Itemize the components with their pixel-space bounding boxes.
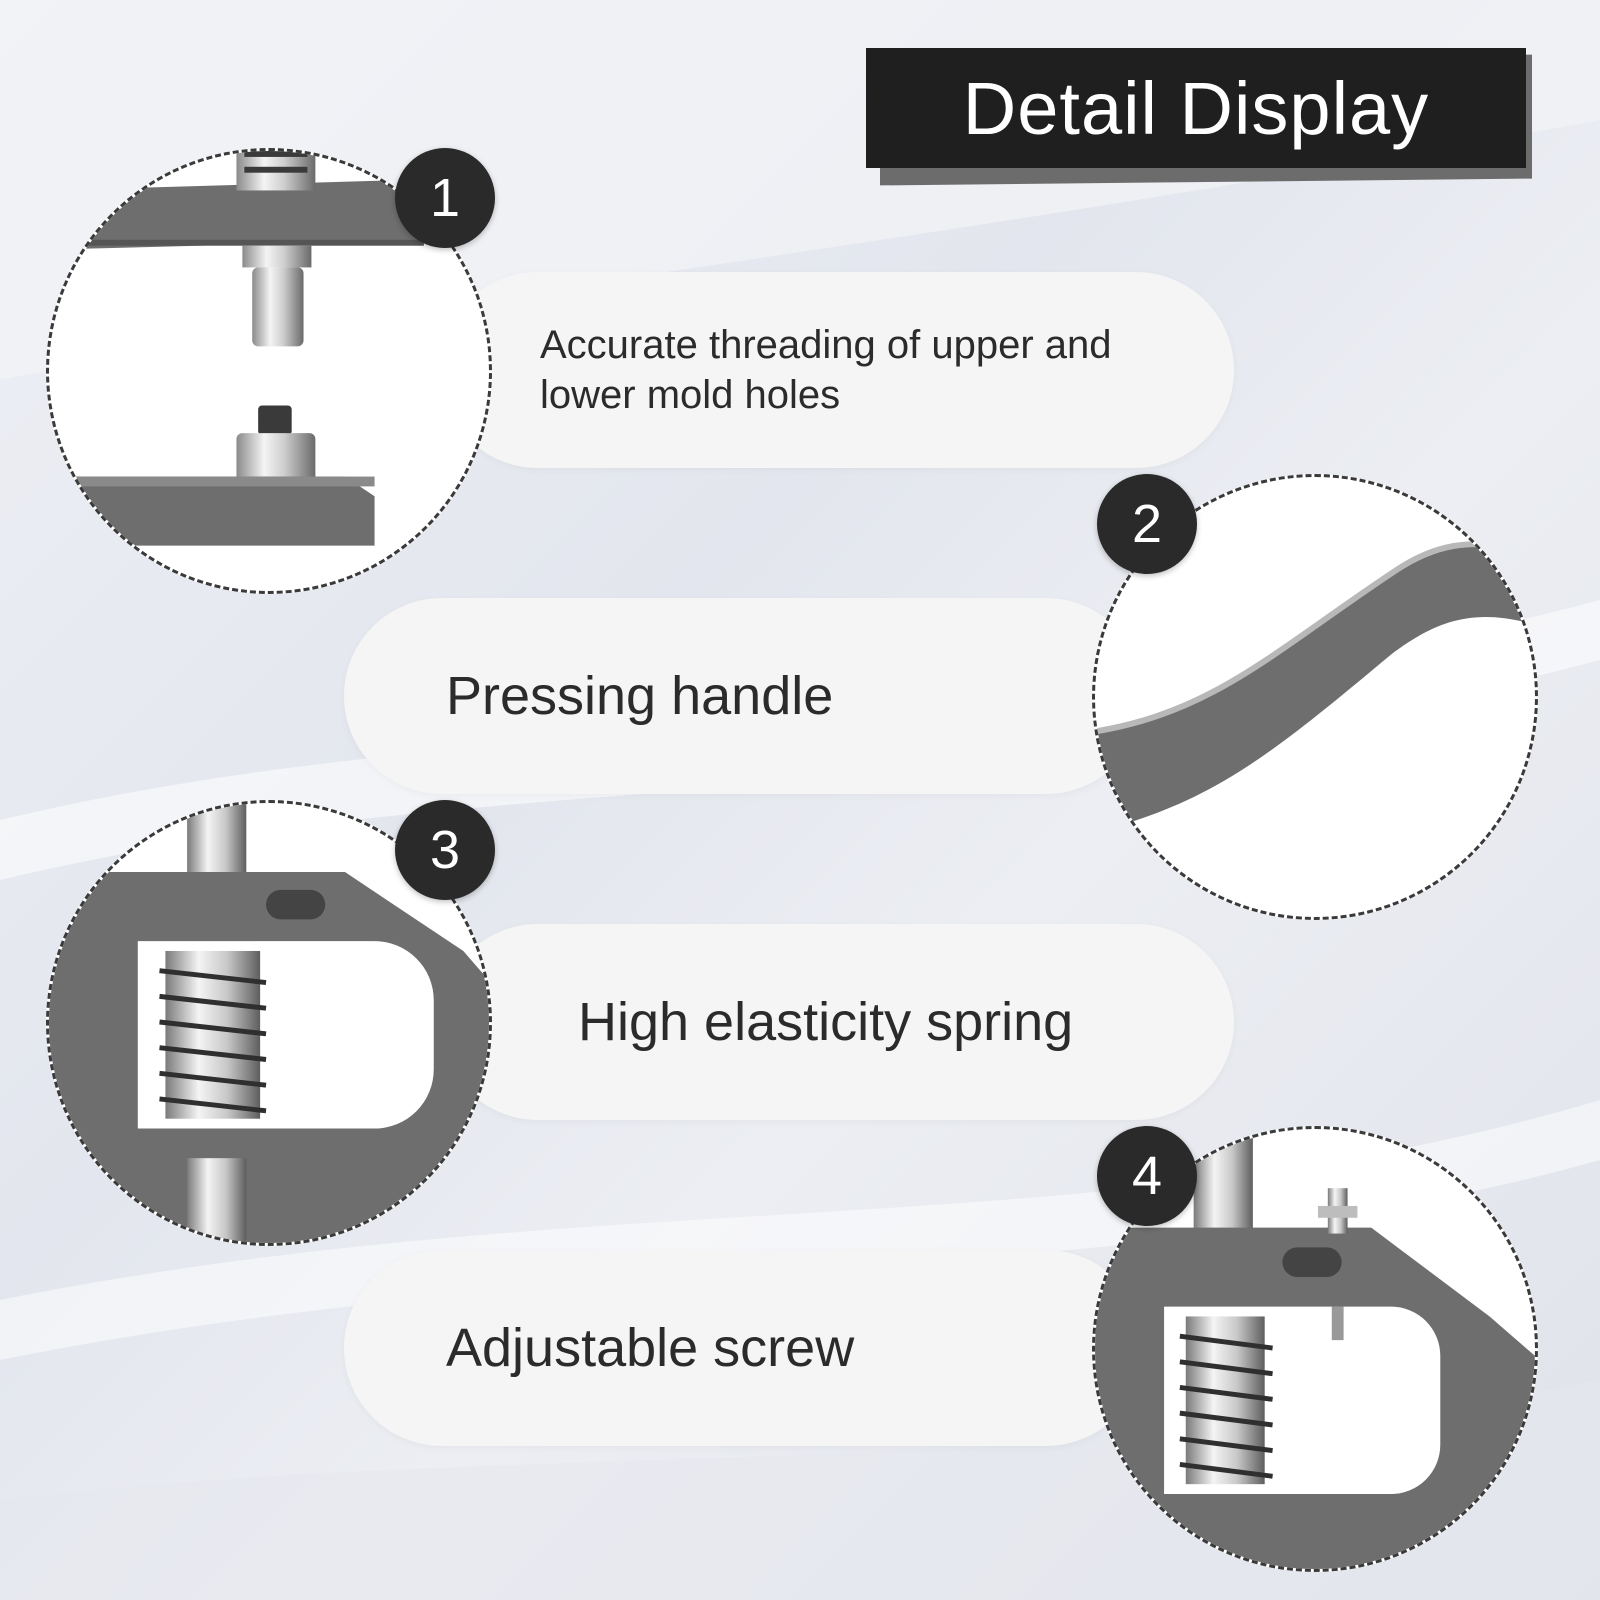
feature-label-4: Adjustable screw (446, 1318, 855, 1378)
spring-detail-image (46, 800, 492, 1246)
feature-label-2: Pressing handle (446, 666, 834, 726)
feature-number-badge-2: 2 (1097, 474, 1197, 574)
feature-label-3: High elasticity spring (578, 992, 1074, 1052)
page-title: Detail Display (962, 66, 1430, 150)
feature-label-1: Accurate threading of upper and lower mo… (540, 323, 1112, 417)
title-banner-box: Detail Display (866, 48, 1526, 168)
title-banner: Detail Display (866, 48, 1532, 186)
feature-pill-2: Pressing handle (344, 598, 1144, 794)
feature-number-badge-1: 1 (395, 148, 495, 248)
feature-pill-4: Adjustable screw (344, 1250, 1144, 1446)
feature-pill-3: High elasticity spring (440, 924, 1234, 1120)
feature-number-badge-4: 4 (1097, 1126, 1197, 1226)
feature-pill-1: Accurate threading of upper and lower mo… (440, 272, 1234, 468)
feature-number-badge-3: 3 (395, 800, 495, 900)
